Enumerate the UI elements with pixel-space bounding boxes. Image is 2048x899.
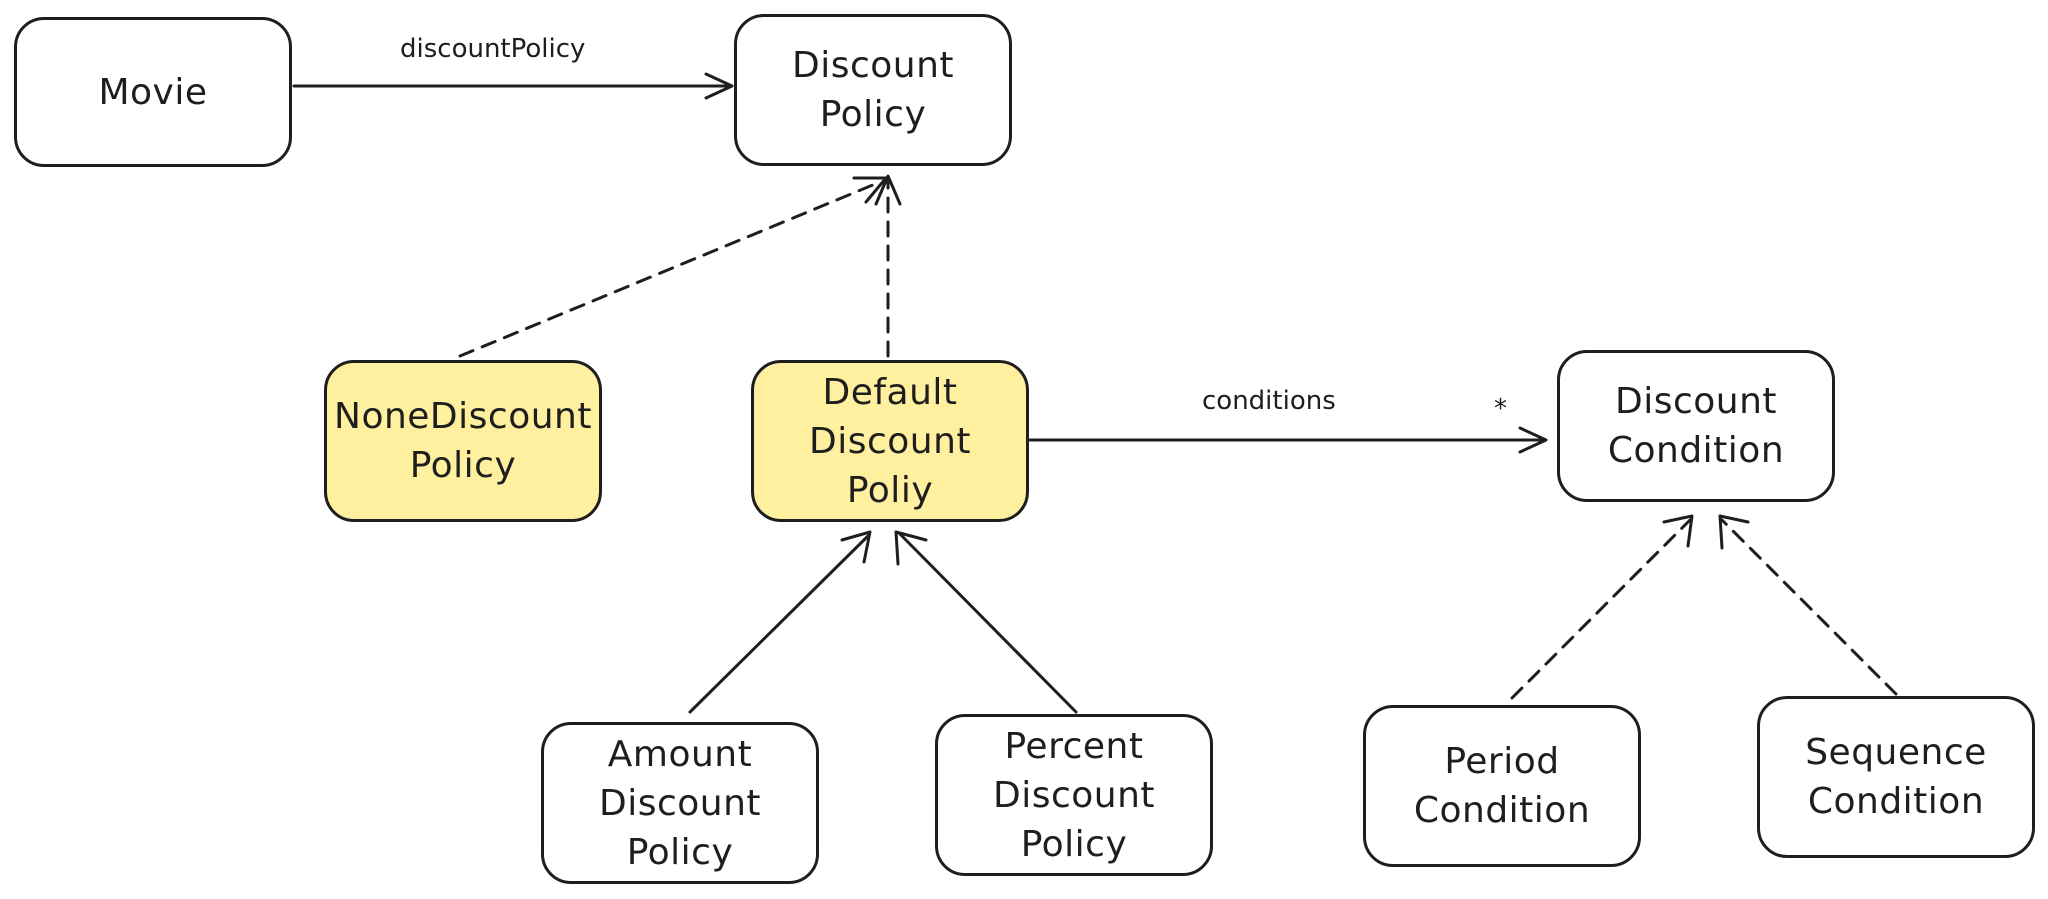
node-amount-discount-policy[interactable]: Amount Discount Policy [541, 722, 819, 884]
node-percent-discount-policy[interactable]: Percent Discount Policy [935, 714, 1213, 876]
open-arrowhead-icon [1518, 426, 1548, 454]
node-period-condition[interactable]: Period Condition [1363, 705, 1641, 867]
edge-amount-to-default [688, 530, 872, 714]
open-arrowhead-icon [1718, 514, 1750, 550]
node-none-discount-policy[interactable]: NoneDiscount Policy [324, 360, 602, 522]
open-arrowhead-icon [704, 72, 734, 100]
open-arrowhead-icon [894, 530, 928, 566]
open-arrowhead-icon [1662, 514, 1694, 548]
open-arrowhead-icon [840, 530, 872, 564]
edge-label-conditions: conditions [1202, 386, 1336, 416]
edge-movie-to-discount-policy [292, 72, 734, 100]
edge-label-discount-policy: discountPolicy [400, 34, 586, 64]
edge-none-to-discount-policy [458, 176, 888, 358]
edge-sequence-to-condition [1718, 514, 1898, 696]
open-arrowhead-icon [874, 174, 902, 206]
edge-period-to-condition [1510, 514, 1694, 700]
edge-default-to-discount-policy [874, 174, 902, 358]
node-movie[interactable]: Movie [14, 17, 292, 167]
node-sequence-condition[interactable]: Sequence Condition [1757, 696, 2035, 858]
edge-default-to-discount-condition [1028, 426, 1548, 454]
node-discount-condition[interactable]: Discount Condition [1557, 350, 1835, 502]
edge-multiplicity-many: * [1494, 394, 1507, 424]
node-default-discount-policy[interactable]: Default Discount Poliy [751, 360, 1029, 522]
node-discount-policy[interactable]: Discount Policy [734, 14, 1012, 166]
edge-percent-to-default [894, 530, 1078, 714]
